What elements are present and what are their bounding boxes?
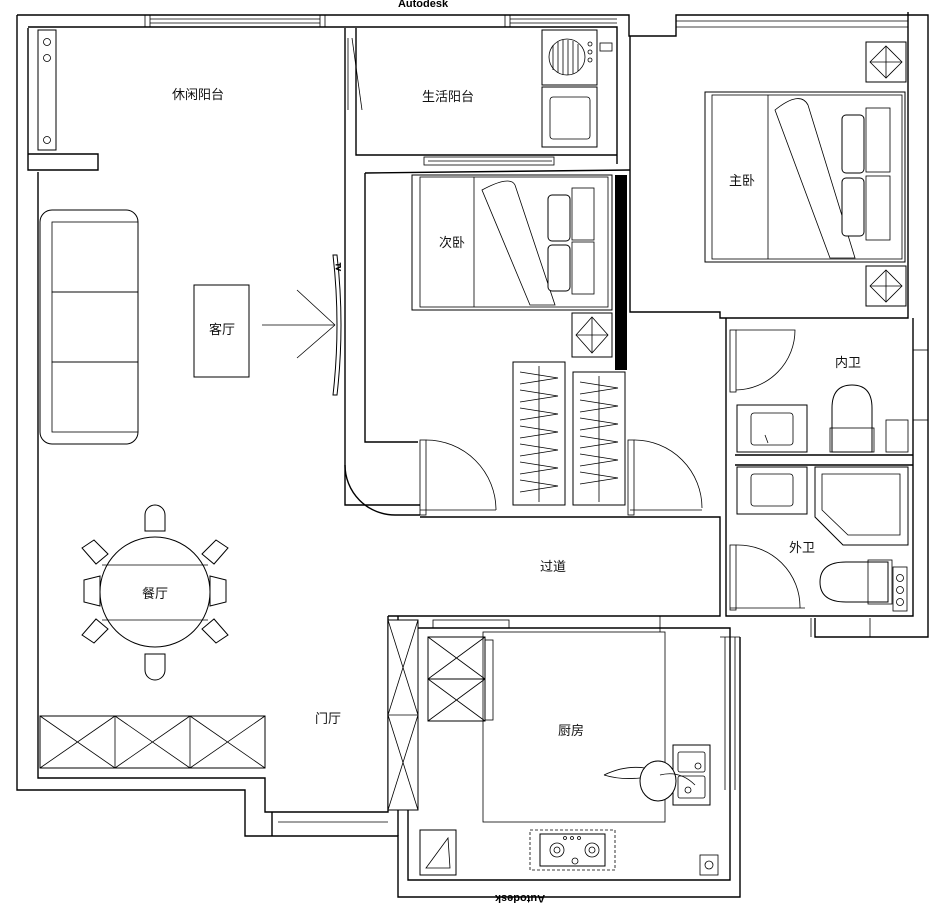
utility-balcony-door — [347, 37, 363, 111]
tv-label: TV — [334, 262, 341, 272]
label-leisure-balcony: 休闲阳台 — [172, 88, 224, 103]
kitchen-sink — [672, 744, 711, 806]
label-outer-bathroom: 外卫 — [789, 541, 815, 556]
shoe-cabinet — [387, 619, 419, 811]
watermark-top: Autodesk — [398, 0, 449, 10]
door-second-bedroom — [419, 439, 497, 516]
master-bedroom-bed — [704, 91, 906, 263]
kitchen-cabinets — [427, 619, 666, 823]
balcony-shelf — [423, 156, 555, 166]
inner-bathroom-toilet — [829, 384, 875, 453]
exterior-walls — [16, 12, 929, 898]
gas-stove — [529, 829, 616, 871]
door-master-bedroom — [627, 439, 703, 516]
outer-bathroom-sink — [736, 466, 808, 515]
dining-table — [81, 504, 229, 681]
entrance-cabinet — [39, 715, 266, 769]
nightstand-master-bottom — [865, 265, 907, 307]
wardrobe-right — [572, 371, 626, 506]
label-corridor: 过道 — [540, 560, 566, 575]
outer-bathroom-toilet — [819, 559, 908, 612]
tv-cabinet: TV — [332, 254, 342, 396]
washing-machine — [541, 29, 613, 86]
label-dining-room: 餐厅 — [142, 586, 168, 602]
label-entrance-hall: 门厅 — [315, 712, 341, 727]
sofa — [39, 209, 139, 445]
wardrobe-wall — [615, 175, 627, 370]
label-living-room: 客厅 — [209, 322, 235, 338]
view-arrow — [262, 289, 336, 359]
shower — [814, 466, 909, 546]
label-kitchen: 厨房 — [558, 723, 584, 739]
kitchen-outlet — [699, 854, 719, 876]
nightstand-master-top — [865, 41, 907, 83]
label-inner-bathroom: 内卫 — [835, 355, 861, 371]
towel-rack — [885, 419, 909, 453]
second-bedroom-bed — [411, 174, 613, 311]
door-outer-bathroom — [729, 544, 805, 611]
utility-sink — [541, 86, 598, 148]
door-inner-bathroom — [729, 329, 796, 393]
cook-figure — [603, 760, 696, 802]
kitchen-bin — [419, 829, 457, 876]
label-master-bedroom: 主卧 — [729, 174, 755, 189]
inner-bathroom-sink — [736, 404, 808, 453]
label-utility-balcony: 生活阳台 — [422, 90, 474, 105]
nightstand-second — [571, 312, 613, 358]
wardrobe-left — [512, 361, 566, 506]
coffee-table — [193, 284, 250, 378]
balcony-cabinet — [37, 29, 57, 151]
label-second-bedroom: 次卧 — [439, 235, 465, 251]
windows — [144, 15, 928, 823]
watermark-bottom: Autodesk — [494, 892, 545, 904]
